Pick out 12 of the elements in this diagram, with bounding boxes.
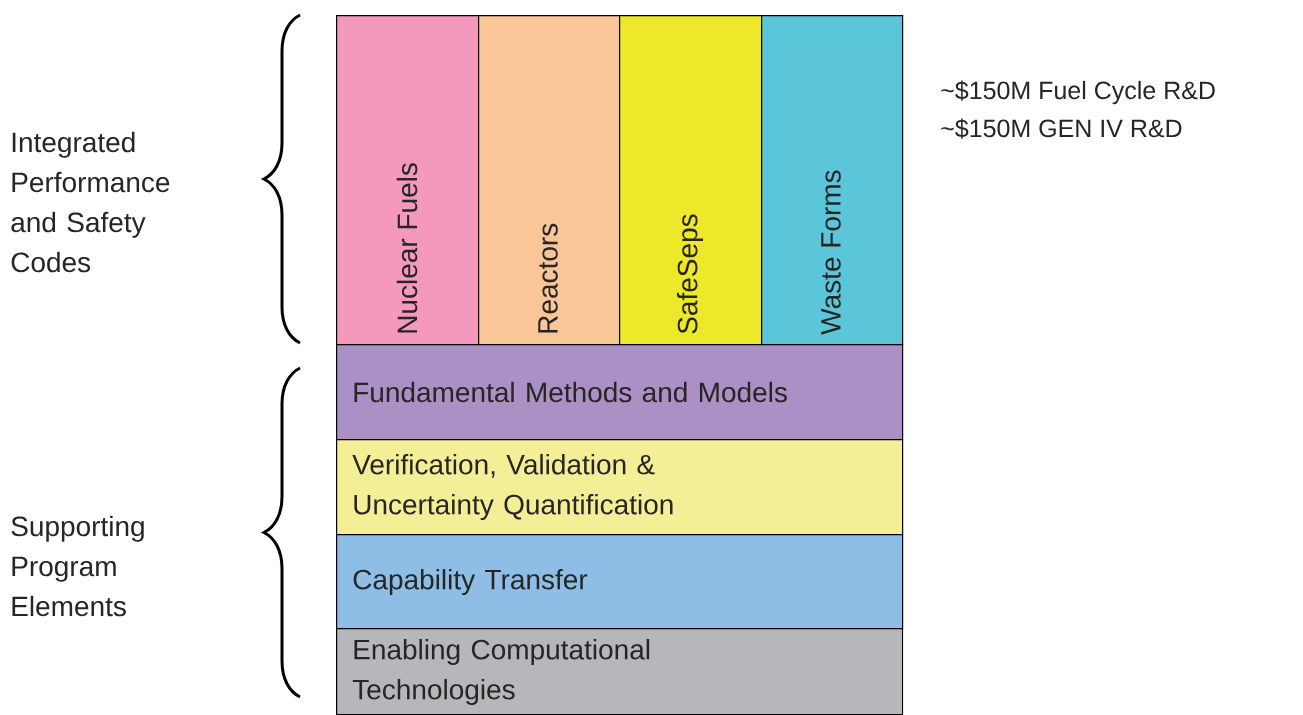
side-label: Integrated Performance and Safety Codes — [11, 131, 170, 273]
column-box: SafeSeps — [619, 15, 763, 346]
column-box: Nuclear Fuels — [336, 15, 480, 346]
budget-note: ~$150M GEN IV R&D — [941, 118, 1182, 139]
band-box: Enabling Computational Technologies — [336, 628, 904, 715]
band-box: Verification, Validation & Uncertainty Quantification — [336, 439, 904, 536]
band-box: Fundamental Methods and Models — [336, 344, 904, 441]
band-box: Capability Transfer — [336, 534, 904, 630]
budget-note: ~$150M Fuel Cycle R&D — [941, 80, 1215, 105]
side-label: Supporting Program Elements — [11, 515, 144, 617]
column-box: Waste Forms — [761, 15, 904, 346]
column-box: Reactors — [478, 15, 621, 346]
